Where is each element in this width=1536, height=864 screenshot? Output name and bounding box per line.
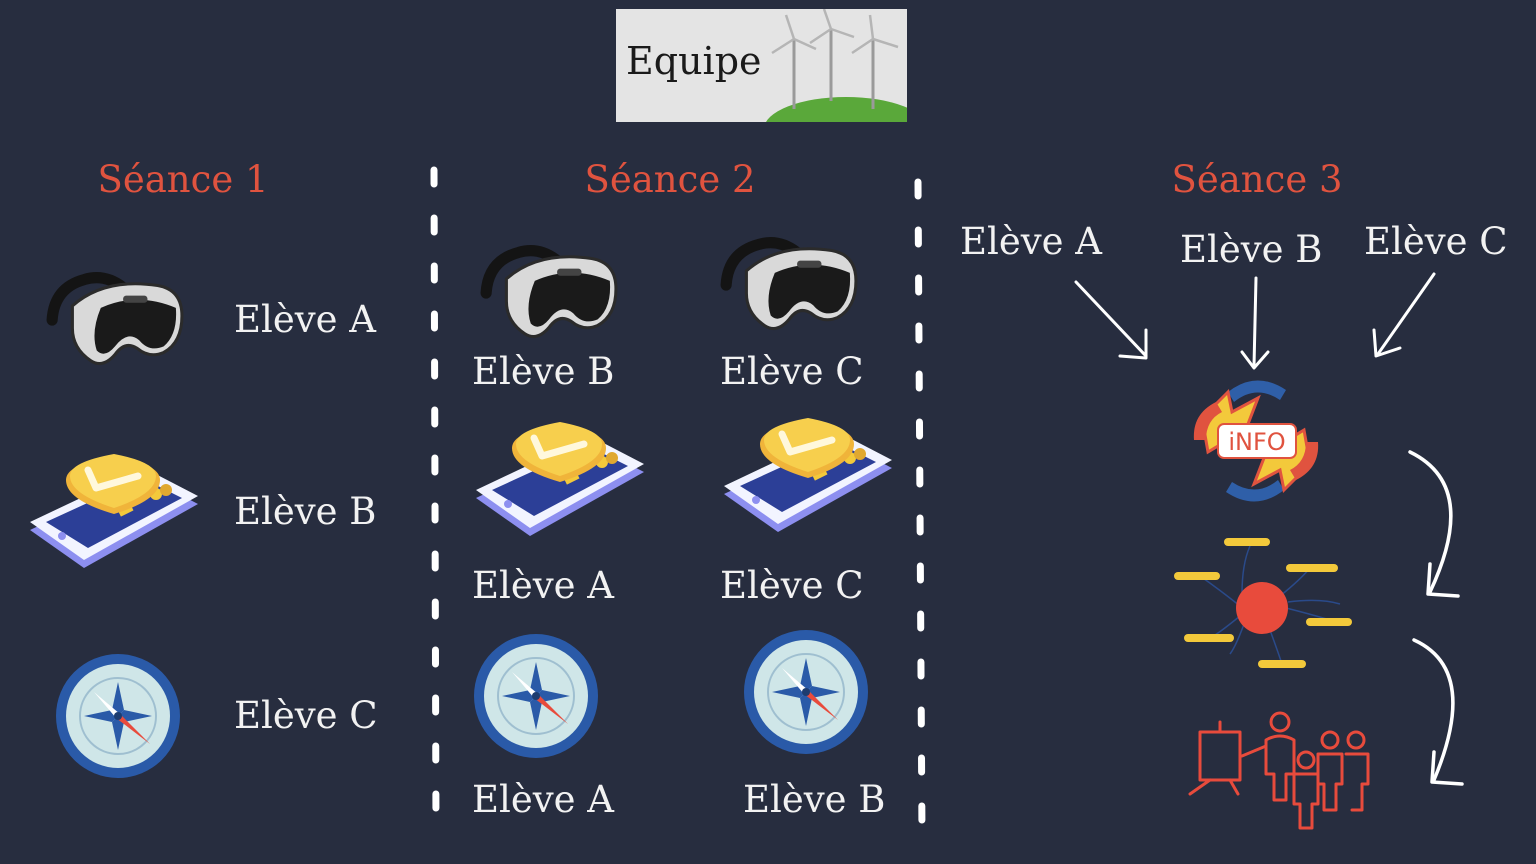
session-1-student-label: Elève C (234, 694, 378, 737)
session-3-student-label: Elève A (960, 220, 1103, 263)
session-1-student-label: Elève A (234, 298, 377, 341)
compass-icon (474, 634, 598, 758)
session-3-student-label: Elève C (1364, 220, 1508, 263)
secure-payment-phone-icon (724, 418, 892, 532)
session-2-student-label: Elève B (472, 350, 615, 393)
info-exchange-icon: iNFO (1193, 380, 1319, 502)
flow-arrows (1408, 450, 1464, 786)
session-2-student-label: Elève A (472, 564, 615, 607)
session-3-student-label: Elève B (1180, 228, 1323, 271)
compass-icon (744, 630, 868, 754)
session-2-student-label: Elève A (472, 778, 615, 821)
vr-headset-icon (720, 237, 858, 331)
session-1-title: Séance 1 (97, 158, 269, 201)
wind-turbines-icon (766, 9, 907, 122)
presentation-icon (1188, 711, 1370, 830)
vr-headset-icon (480, 245, 618, 339)
secure-payment-phone-icon (476, 422, 644, 536)
team-header: Equipe (616, 9, 907, 122)
svg-text:iNFO: iNFO (1228, 428, 1285, 456)
secure-payment-phone-icon (30, 454, 198, 568)
converging-arrows (1074, 272, 1436, 370)
session-2-student-label: Elève C (720, 350, 864, 393)
compass-icon (56, 654, 180, 778)
session-2-student-label: Elève C (720, 564, 864, 607)
session-2-title: Séance 2 (584, 158, 756, 201)
separator-2 (914, 178, 926, 840)
vr-headset-icon (46, 272, 184, 366)
session-1-student-label: Elève B (234, 490, 377, 533)
session-3-title: Séance 3 (1171, 158, 1343, 201)
session-2-student-label: Elève B (743, 778, 886, 821)
separator-1 (430, 166, 440, 836)
team-title: Equipe (626, 39, 762, 83)
mind-map-icon (1174, 538, 1352, 668)
